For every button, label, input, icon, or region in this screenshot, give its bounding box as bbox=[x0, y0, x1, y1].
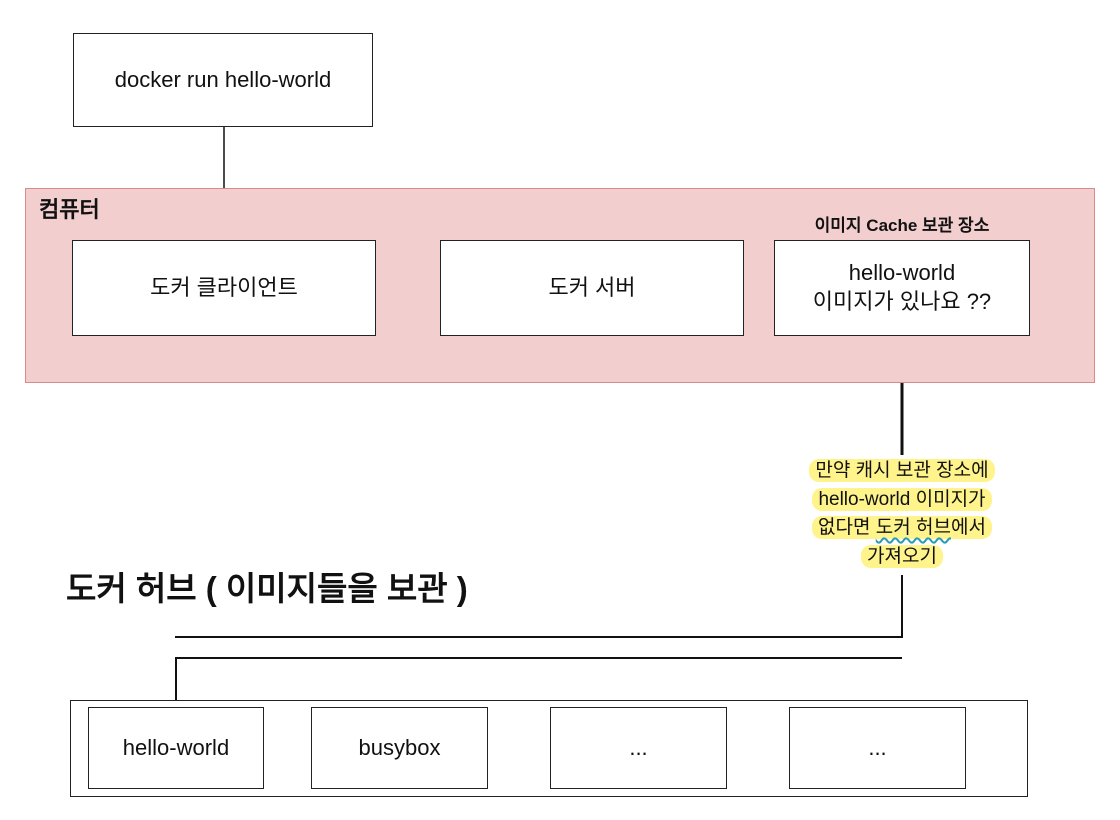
note-docker-hub-underlined: 도커 허브 bbox=[875, 517, 951, 538]
hub-image-label: ... bbox=[629, 734, 648, 760]
fetch-from-hub-note: 만약 캐시 보관 장소에 hello-world 이미지가 없다면 도커 허브에… bbox=[772, 457, 1032, 571]
docker-client-text: 도커 클라이언트 bbox=[150, 274, 298, 300]
note-line1: 만약 캐시 보관 장소에 bbox=[809, 459, 995, 482]
hub-image-more-2: ... bbox=[789, 707, 966, 789]
docker-client-box: 도커 클라이언트 bbox=[72, 240, 376, 336]
cache-box-line2: 이미지가 있나요 ?? bbox=[812, 289, 992, 314]
docker-run-command-box: docker run hello-world bbox=[73, 33, 373, 127]
hub-image-label: busybox bbox=[358, 734, 441, 760]
docker-server-box: 도커 서버 bbox=[440, 240, 744, 336]
note-line3: 없다면 도커 허브에서 bbox=[812, 516, 992, 539]
hub-image-label: hello-world bbox=[122, 734, 230, 760]
hub-image-hello-world: hello-world bbox=[88, 707, 264, 789]
docker-server-text: 도커 서버 bbox=[548, 274, 636, 300]
note-line2: hello-world 이미지가 bbox=[812, 487, 992, 511]
computer-label: 컴퓨터 bbox=[39, 197, 100, 222]
hub-image-label: ... bbox=[868, 734, 887, 760]
note-line4: 가져오기 bbox=[861, 544, 943, 568]
note-line3-suffix: 에서 bbox=[950, 517, 986, 538]
hub-image-busybox: busybox bbox=[311, 707, 488, 789]
hub-image-more-1: ... bbox=[550, 707, 727, 789]
cache-storage-label: 이미지 Cache 보관 장소 bbox=[814, 216, 990, 235]
docker-hub-title: 도커 허브 ( 이미지들을 보관 ) bbox=[66, 570, 468, 607]
image-cache-box: hello-world 이미지가 있나요 ?? bbox=[774, 240, 1030, 336]
docker-run-command-text: docker run hello-world bbox=[114, 66, 332, 92]
hub-top-line bbox=[175, 657, 902, 706]
note-line3-prefix: 없다면 bbox=[818, 517, 876, 538]
cache-box-line1: hello-world bbox=[848, 260, 956, 286]
